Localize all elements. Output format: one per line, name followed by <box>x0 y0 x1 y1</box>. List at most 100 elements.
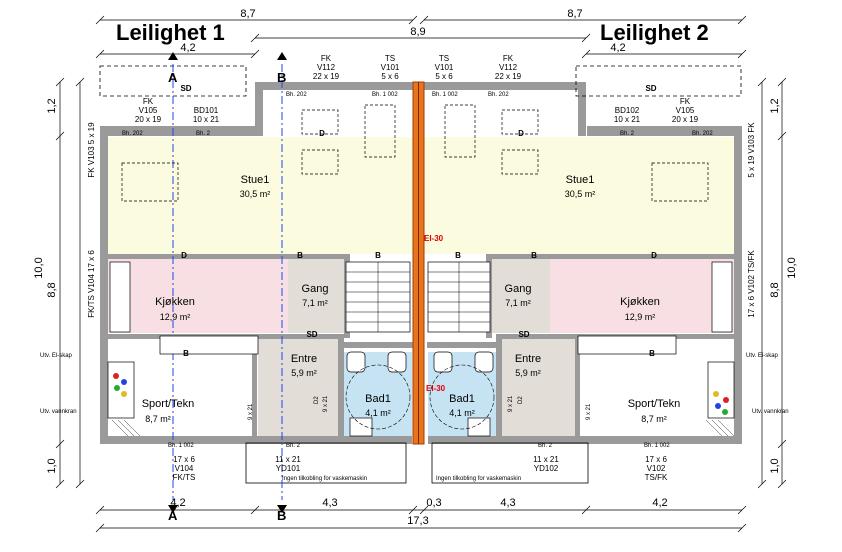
window-fk-v105-right-2: V105 <box>676 106 695 115</box>
dim-bottom-4: 4,3 <box>500 497 515 509</box>
window-ts-v101-right-2: V101 <box>435 63 454 72</box>
window-fk-v112-right-3: 22 x 19 <box>495 72 522 81</box>
window-bottom-left-2: V104 <box>175 464 194 473</box>
gang-right-floor <box>490 258 550 333</box>
label-door-921-a: 9 x 21 <box>248 403 254 420</box>
room-kjokken-right: Kjøkken <box>620 296 660 308</box>
label-bh1002-d: Bh. 1 002 <box>644 443 670 449</box>
dim-top-left: 8,7 <box>240 8 255 20</box>
label-utv-el-left: Utv. El-skap <box>40 353 73 359</box>
stair-treads <box>346 262 490 332</box>
window-fk-v112-left-2: V112 <box>317 63 336 72</box>
door-yd102-2: YD102 <box>534 464 559 473</box>
entre-right-floor <box>500 338 575 443</box>
window-fk-v105-left-1: FK <box>143 97 154 106</box>
dim-right-mid: 8,8 <box>769 282 781 297</box>
label-bh1002-b: Bh. 1 002 <box>432 92 458 98</box>
label-vask-right: Ingen tilkobling for vaskemaskin <box>436 476 521 482</box>
window-side-left-mid: FK/TS V104 17 x 6 <box>87 250 96 318</box>
label-door-921-c: 9 x 21 <box>508 395 514 412</box>
door-bd101-2: 10 x 21 <box>193 115 220 124</box>
gang-left-floor <box>288 258 344 333</box>
dim-right-top: 1,2 <box>769 98 781 113</box>
stue-left-floor <box>108 137 413 254</box>
label-bh2-c: Bh. 2 <box>286 443 301 449</box>
label-b-4: B <box>531 251 537 260</box>
dim-right-bottom: 1,0 <box>769 458 781 473</box>
label-bh202-b: Bh. 202 <box>286 92 307 98</box>
window-bottom-right-2: V102 <box>647 464 666 473</box>
label-bh2-a: Bh. 2 <box>196 131 211 137</box>
window-fk-v112-left-1: FK <box>321 54 332 63</box>
dim-top-right: 8,7 <box>567 8 582 20</box>
window-fk-v105-right-3: 20 x 19 <box>672 115 699 124</box>
window-bottom-left-3: FK/TS <box>173 473 196 482</box>
dim-bottom-1: 4,2 <box>170 497 185 509</box>
dim-left-top: 1,2 <box>46 98 58 113</box>
bath-fixtures <box>346 351 494 437</box>
dim-top-sub-left: 4,2 <box>180 42 195 54</box>
room-bad-left: Bad1 <box>365 393 391 405</box>
area-gang-left: 7,1 m² <box>302 298 328 308</box>
window-bottom-right-3: TS/FK <box>645 473 668 482</box>
dim-right-total: 10,0 <box>786 257 798 278</box>
label-sd-top-left: SD <box>180 84 191 93</box>
window-fk-v112-right-1: FK <box>503 54 514 63</box>
equipment-dots <box>113 373 729 415</box>
room-kjokken-left: Kjøkken <box>155 296 195 308</box>
dim-left-total: 10,0 <box>33 257 45 278</box>
kitchen-counters <box>109 261 733 355</box>
sport-equipment <box>107 361 735 419</box>
dim-bottom-2: 4,3 <box>322 497 337 509</box>
label-bh1002-c: Bh. 1 002 <box>168 443 194 449</box>
room-entre-left: Entre <box>291 353 317 365</box>
window-ts-v101-right-1: TS <box>439 54 449 63</box>
window-side-right-mid: 17 x 6 V102 TS/FK <box>747 250 756 318</box>
area-entre-left: 5,9 m² <box>291 368 317 378</box>
kjokken-right-floor <box>550 258 734 333</box>
section-marker-a-bottom: A <box>168 508 178 523</box>
door-yd101-1: 11 x 21 <box>275 455 301 464</box>
area-kjokken-right: 12,9 m² <box>625 312 656 322</box>
label-door-d2-left: D2 <box>314 396 320 404</box>
window-ts-v101-left-1: TS <box>385 54 395 63</box>
door-bd102-2: 10 x 21 <box>614 115 641 124</box>
label-d-stue-left: D <box>319 129 325 138</box>
label-bh2-b: Bh. 2 <box>620 131 635 137</box>
window-side-left-top: FK V103 5 x 19 <box>87 122 96 178</box>
room-stue-left: Stue1 <box>241 174 270 186</box>
section-lines <box>172 64 283 500</box>
label-b-6: B <box>649 349 655 358</box>
window-side-right-top: 5 x 19 V103 FK <box>747 122 756 178</box>
area-entre-right: 5,9 m² <box>515 368 541 378</box>
area-sport-right: 8,7 m² <box>641 414 667 424</box>
entre-left-floor <box>258 338 338 443</box>
area-stue-left: 30,5 m² <box>240 189 271 199</box>
area-sport-left: 8,7 m² <box>145 414 171 424</box>
label-utv-el-right: Utv. El-skap <box>746 353 779 359</box>
room-gang-left: Gang <box>302 283 329 295</box>
entry-step-right <box>431 442 589 484</box>
window-fk-v112-left-3: 22 x 19 <box>313 72 340 81</box>
label-door-d2-right: D2 <box>518 396 524 404</box>
label-b-3: B <box>455 251 461 260</box>
label-bh1002-a: Bh. 1 002 <box>372 92 398 98</box>
dim-bottom-total: 17,3 <box>407 515 428 527</box>
label-b-2: B <box>375 251 381 260</box>
dim-left-mid: 8,8 <box>46 282 58 297</box>
entry-step-left <box>245 442 407 484</box>
window-ts-v101-left-2: V101 <box>381 63 400 72</box>
door-bd102-1: BD102 <box>615 106 640 115</box>
title-leilighet-2: Leilighet 2 <box>600 20 709 45</box>
window-ts-v101-right-3: 5 x 6 <box>435 72 453 81</box>
label-sd-mid-right: SD <box>518 330 529 339</box>
door-yd101-2: YD101 <box>276 464 301 473</box>
section-marker-b-bottom: B <box>277 508 286 523</box>
door-bd101-1: BD101 <box>194 106 219 115</box>
dim-top-total: 8,9 <box>410 26 425 38</box>
dim-left-bottom: 1,0 <box>46 458 58 473</box>
label-door-921-b: 9 x 21 <box>323 395 329 412</box>
area-bad-left: 4,1 m² <box>365 408 391 418</box>
